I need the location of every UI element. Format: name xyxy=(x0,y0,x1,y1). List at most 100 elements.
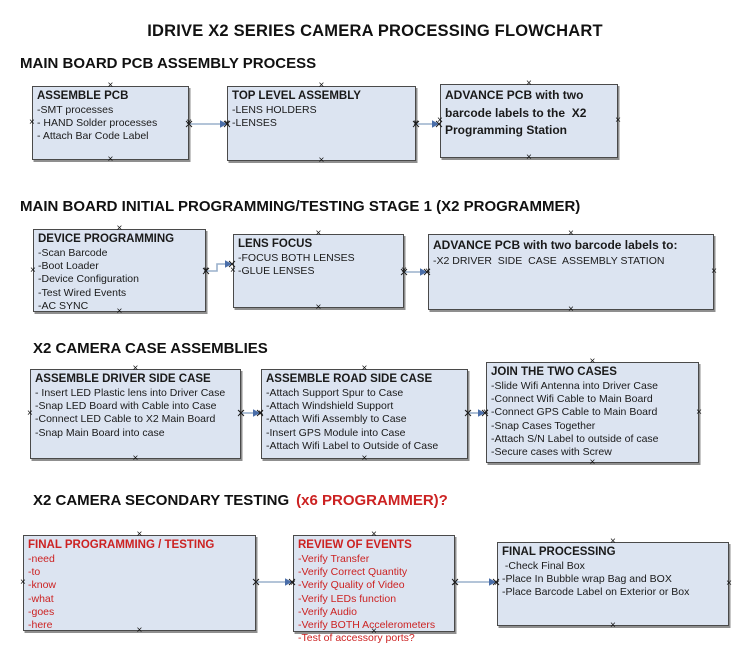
box-title: ASSEMBLE ROAD SIDE CASE xyxy=(266,373,433,385)
box-item: -LENS HOLDERS xyxy=(232,104,317,116)
connection-handle: × xyxy=(615,115,621,126)
box-item: -to xyxy=(28,566,41,579)
section-heading-initial-programming: MAIN BOARD INITIAL PROGRAMMING/TESTING S… xyxy=(20,198,587,215)
box-item: -Attach Support Spur to Case xyxy=(266,387,404,399)
connection-handle: × xyxy=(696,406,702,418)
box-advance-pcb-driver-side[interactable]: ADVANCE PCB with two barcode labels to: … xyxy=(425,229,717,315)
box-title: ADVANCE PCB with two barcode labels to: xyxy=(433,238,678,252)
box-item: -what xyxy=(28,592,54,605)
box-item: -need xyxy=(28,553,55,565)
box-item: -Attach Wifi Assembly to Case xyxy=(266,413,407,426)
box-title: FINAL PROCESSING xyxy=(502,546,616,558)
connection-handle: × xyxy=(610,620,616,631)
connection-handle: × xyxy=(29,117,35,128)
section-heading-text: MAIN BOARD PCB ASSEMBLY PROCESS xyxy=(20,55,317,72)
box-assemble-driver-side-case[interactable]: ASSEMBLE DRIVER SIDE CASE - Insert LED P… xyxy=(27,364,244,464)
box-item: -Boot Loader xyxy=(38,260,99,273)
box-item: -Check Final Box xyxy=(502,560,585,572)
flow-arrow xyxy=(185,120,231,128)
box-item: -Connect GPS Cable to Main Board xyxy=(491,406,658,419)
box-item: -Slide Wifi Antenna into Driver Case xyxy=(491,380,658,392)
box-title: LENS FOCUS xyxy=(238,238,313,250)
box-item-list: -Verify Transfer-Verify Correct Quantity… xyxy=(298,553,451,645)
connection-handle: × xyxy=(711,266,717,277)
box-item: -Test Wired Events xyxy=(38,286,127,299)
box-item-list: -need-to-know-what-goes-here xyxy=(28,553,252,632)
connection-handle: × xyxy=(589,457,596,468)
box-item: -Connect LED Cable to X2 Main Board xyxy=(35,413,216,426)
box-item: - Insert LED Plastic lens into Driver Ca… xyxy=(35,387,226,399)
flow-arrow xyxy=(202,260,236,275)
box-item: -AC SYNC xyxy=(38,299,89,312)
box-item: - Attach Bar Code Label xyxy=(37,130,149,143)
box-item: -Verify Quality of Video xyxy=(298,579,405,592)
box-item: -Attach Windshield Support xyxy=(266,400,394,413)
box-item: -Snap Main Board into case xyxy=(35,426,165,439)
box-item: -Verify BOTH Accelerometers xyxy=(298,619,436,632)
box-device-programming[interactable]: DEVICE PROGRAMMING -Scan Barcode-Boot Lo… xyxy=(30,224,209,317)
box-item: -here xyxy=(28,619,53,632)
box-item: -X2 DRIVER SIDE CASE ASSEMBLY STATION xyxy=(433,254,665,267)
box-advance-pcb-programming-station[interactable]: ADVANCE PCB with two barcode labels to t… xyxy=(437,79,621,163)
box-item: -GLUE LENSES xyxy=(238,265,315,278)
box-item: -Place Barcode Label on Exterior or Box xyxy=(502,586,690,599)
box-title: FINAL PROGRAMMING / TESTING xyxy=(28,539,215,551)
connection-handle: × xyxy=(318,155,325,166)
box-item: -Snap Cases Together xyxy=(491,419,596,432)
connection-handle: × xyxy=(361,453,368,464)
box-item: -Verify LEDs function xyxy=(298,592,397,605)
box-title: ASSEMBLE PCB xyxy=(37,90,129,102)
box-item: -Secure cases with Screw xyxy=(491,446,612,459)
box-item: -SMT processes xyxy=(37,104,114,116)
section-heading-text: MAIN BOARD INITIAL PROGRAMMING/TESTING S… xyxy=(20,198,581,215)
connection-handle: × xyxy=(132,453,139,464)
box-item: -Verify Audio xyxy=(298,605,357,618)
page-title: IDRIVE X2 SERIES CAMERA PROCESSING FLOWC… xyxy=(147,22,603,40)
section-heading-pcb-assembly: MAIN BOARD PCB ASSEMBLY PROCESS xyxy=(20,55,323,72)
flow-arrow xyxy=(237,409,264,417)
box-top-level-assembly[interactable]: TOP LEVEL ASSEMBLY -LENS HOLDERS-LENSES … xyxy=(224,81,419,166)
box-title: DEVICE PROGRAMMING xyxy=(38,233,175,245)
box-item: -Place In Bubble wrap Bag and BOX xyxy=(502,573,672,586)
box-item-list: -LENS HOLDERS-LENSES xyxy=(232,104,412,130)
box-item: -Insert GPS Module into Case xyxy=(266,426,406,439)
box-title: JOIN THE TWO CASES xyxy=(491,366,617,378)
box-item: -Verify Transfer xyxy=(298,553,370,565)
box-assemble-road-side-case[interactable]: ASSEMBLE ROAD SIDE CASE -Attach Support … xyxy=(258,364,471,464)
box-item: -Snap LED Board with Cable into Case xyxy=(35,400,217,413)
connection-handle: × xyxy=(27,408,33,419)
connection-handle: × xyxy=(107,154,114,165)
connection-handle: × xyxy=(20,577,26,588)
box-item: - HAND Solder processes xyxy=(37,117,158,130)
section-heading-text: X2 CAMERA CASE ASSEMBLIES xyxy=(33,340,268,357)
box-item-list: -FOCUS BOTH LENSES-GLUE LENSES xyxy=(238,252,400,278)
flow-arrow xyxy=(252,578,296,586)
box-lens-focus[interactable]: LENS FOCUS -FOCUS BOTH LENSES-GLUE LENSE… xyxy=(230,229,407,313)
flow-arrow xyxy=(400,268,431,276)
section-heading-secondary-testing: X2 CAMERA SECONDARY TESTING(x6 PROGRAMME… xyxy=(33,492,448,509)
box-final-programming-testing[interactable]: FINAL PROGRAMMING / TESTING -need-to-kno… xyxy=(20,530,259,636)
box-final-processing[interactable]: FINAL PROCESSING -Check Final Box-Place … xyxy=(494,537,732,631)
connection-handle: × xyxy=(30,264,36,276)
flow-arrow xyxy=(412,120,443,128)
box-item-list: -X2 DRIVER SIDE CASE ASSEMBLY STATION xyxy=(433,255,710,268)
box-title: REVIEW OF EVENTS xyxy=(298,539,412,551)
connection-handle: × xyxy=(315,302,322,313)
box-review-of-events[interactable]: REVIEW OF EVENTS -Verify Transfer-Verify… xyxy=(290,530,458,645)
box-item-list: -SMT processes- HAND Solder processes- A… xyxy=(37,104,185,144)
box-item-list: -Scan Barcode-Boot Loader-Device Configu… xyxy=(38,247,202,313)
box-item: -Attach S/N Label to outside of case xyxy=(491,432,659,445)
box-item: -Test of accessory ports? xyxy=(298,632,415,645)
box-item: -FOCUS BOTH LENSES xyxy=(238,252,355,264)
box-item: -Verify Correct Quantity xyxy=(298,566,408,579)
flow-arrow xyxy=(464,409,489,417)
box-join-the-two-cases[interactable]: JOIN THE TWO CASES -Slide Wifi Antenna i… xyxy=(483,357,702,468)
box-item: -LENSES xyxy=(232,117,277,130)
box-item: -Scan Barcode xyxy=(38,247,108,259)
box-item-list: -Slide Wifi Antenna into Driver Case -Con… xyxy=(491,380,695,459)
box-assemble-pcb[interactable]: ASSEMBLE PCB -SMT processes- HAND Solder… xyxy=(29,81,192,165)
box-title: TOP LEVEL ASSEMBLY xyxy=(232,90,361,102)
box-item-list: -Check Final Box-Place In Bubble wrap Ba… xyxy=(502,560,725,600)
box-item: -goes xyxy=(28,605,55,618)
